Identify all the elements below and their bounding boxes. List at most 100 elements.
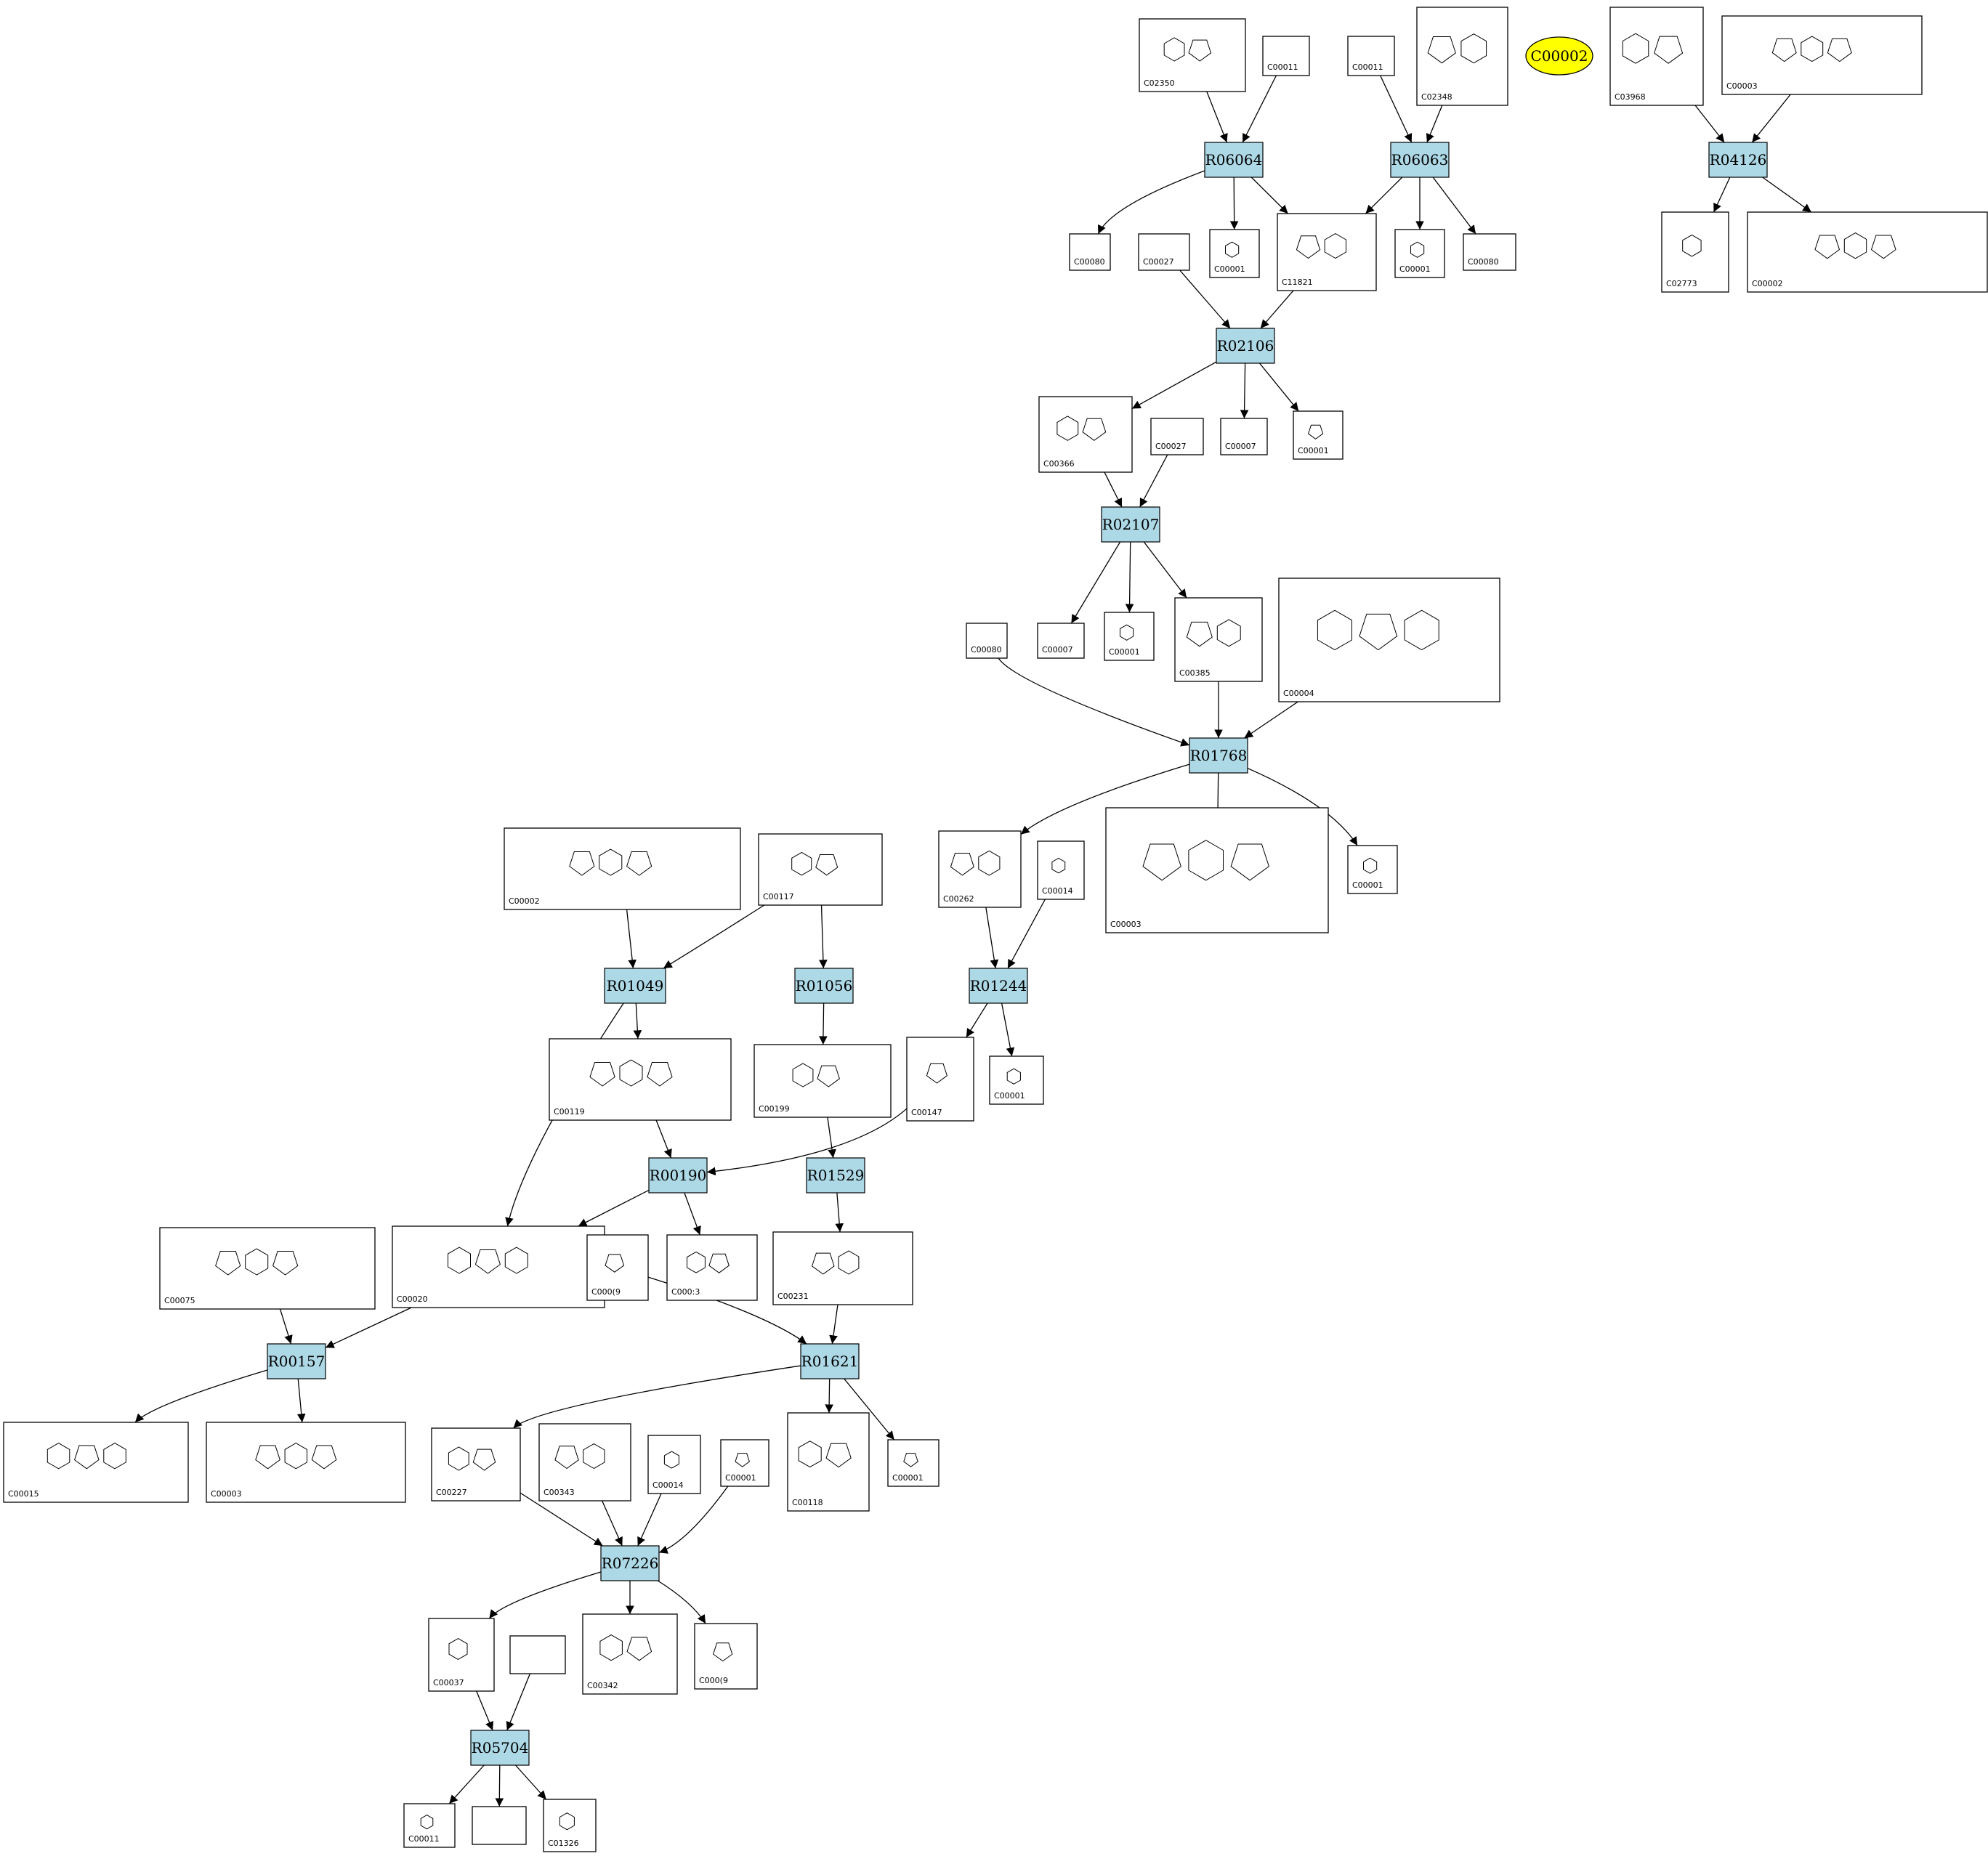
compound-node[interactable] (509, 1635, 566, 1674)
compound-node[interactable]: C000(9 (586, 1234, 649, 1301)
compound-node[interactable]: C02773 (1661, 211, 1729, 293)
compound-node[interactable]: C00007 (1037, 623, 1085, 659)
structure-ring (554, 1446, 579, 1470)
reaction-node[interactable]: R02106 (1216, 328, 1275, 364)
compound-node[interactable]: C00001 (720, 1439, 769, 1487)
compound-node[interactable]: C03968 (1609, 7, 1704, 106)
compound-node[interactable]: C00117 (758, 833, 883, 906)
edge-R02106-to-C00007a (1240, 362, 1249, 419)
compound-node[interactable]: C00366 (1038, 396, 1133, 473)
compound-id-label: C01326 (548, 1839, 579, 1848)
compound-node[interactable]: C00002 (1747, 211, 1988, 293)
reaction-node[interactable]: R01621 (800, 1343, 860, 1379)
reaction-node[interactable]: R01244 (969, 968, 1028, 1004)
edge-C00002mid-to-R01049 (626, 909, 637, 969)
compound-node[interactable]: C00231 (772, 1231, 913, 1305)
compound-node[interactable]: C00003 (1105, 807, 1329, 933)
reaction-node[interactable]: R07226 (600, 1545, 660, 1581)
compound-node[interactable]: C00011 (403, 1803, 456, 1848)
compound-id-label: C00037 (433, 1678, 464, 1687)
compound-node[interactable]: C02348 (1416, 7, 1508, 106)
reaction-node[interactable]: R05704 (470, 1730, 530, 1766)
reaction-node[interactable]: R02107 (1101, 506, 1160, 543)
compound-node[interactable]: C00002 (504, 827, 741, 910)
compound-node[interactable]: C00011 (1347, 36, 1395, 76)
structure-ring (1308, 424, 1324, 439)
reaction-node[interactable]: R01529 (806, 1157, 865, 1194)
reaction-node[interactable]: R06064 (1204, 142, 1264, 178)
compound-node[interactable]: C00037 (428, 1618, 495, 1692)
reaction-node[interactable]: R04126 (1708, 142, 1768, 178)
compound-node[interactable]: C00075 (159, 1227, 376, 1310)
compound-node[interactable]: C00014 (647, 1435, 701, 1494)
compound-id-label: C00117 (763, 892, 794, 901)
compound-box (647, 1435, 701, 1494)
edge-R01056-to-C00199 (819, 1002, 828, 1045)
reaction-box (1390, 142, 1450, 178)
compound-node[interactable]: C00001 (1347, 845, 1398, 894)
compound-node[interactable]: C00385 (1174, 597, 1263, 682)
compound-box (787, 1412, 870, 1512)
compound-node[interactable]: C00118 (787, 1412, 870, 1512)
compound-node[interactable]: C00003 (1721, 15, 1923, 95)
compound-node[interactable]: C11821 (1277, 213, 1377, 291)
structure-ring (1404, 609, 1439, 651)
reaction-label: R07226 (602, 1555, 659, 1572)
edge-C00014b-to-R07226 (637, 1493, 662, 1547)
compound-node[interactable]: C00001 (887, 1439, 940, 1487)
compound-node[interactable]: C00080 (966, 623, 1008, 659)
compound-node[interactable]: C00147 (906, 1037, 974, 1122)
reaction-node[interactable]: R01056 (794, 968, 854, 1004)
compound-box (1609, 7, 1704, 106)
compound-node[interactable]: C00014 (1037, 840, 1085, 900)
compound-node[interactable]: C00001 (1104, 612, 1155, 661)
compound-box (1174, 597, 1263, 682)
compound-node[interactable]: C00015 (3, 1422, 189, 1503)
compound-node[interactable] (472, 1806, 527, 1845)
compound-node[interactable]: C00119 (549, 1038, 732, 1121)
compound-node[interactable]: C00262 (938, 830, 1022, 908)
structure-ring (1317, 609, 1352, 651)
compound-node[interactable]: C00001 (989, 1055, 1044, 1105)
compound-node[interactable]: C00004 (1278, 578, 1500, 702)
compound-node[interactable]: C00001 (1293, 410, 1343, 460)
reaction-node[interactable]: R06063 (1390, 142, 1450, 178)
compound-node[interactable]: C00001 (1209, 229, 1260, 278)
compound-node[interactable]: C00027 (1138, 233, 1190, 271)
edge-R01768-to-C00003mid (1213, 772, 1222, 816)
compound-node[interactable]: C00343 (538, 1423, 631, 1502)
reaction-label: R02106 (1217, 337, 1274, 354)
compound-node[interactable]: C00199 (753, 1044, 892, 1118)
compound-node[interactable]: C00342 (582, 1613, 678, 1695)
structure-ring (1163, 37, 1185, 62)
compound-node[interactable]: C00080 (1069, 233, 1111, 271)
compound-node[interactable]: C000:3 (666, 1234, 758, 1301)
compound-node[interactable]: C01326 (543, 1799, 597, 1852)
structure-ring (1142, 843, 1181, 881)
reaction-node[interactable]: R00190 (648, 1157, 708, 1194)
edge-R01621-to-C00001h (844, 1378, 895, 1440)
compound-id-label: C000(9 (591, 1287, 621, 1297)
reaction-box (470, 1730, 530, 1766)
compound-node[interactable]: C00003 (206, 1422, 406, 1503)
compound-node[interactable]: C000(9 (694, 1623, 758, 1690)
reaction-node[interactable]: R00157 (267, 1343, 326, 1379)
compound-node[interactable]: C00227 (431, 1427, 521, 1502)
structure-ring (687, 1251, 706, 1273)
compound-node[interactable]: C00020 (392, 1225, 605, 1308)
compound-node[interactable]: C00001 (1394, 229, 1445, 278)
compound-node[interactable]: C02350 (1139, 18, 1246, 92)
structure-ring (1082, 418, 1107, 441)
compound-node[interactable]: C00011 (1262, 36, 1310, 76)
structure-ring (798, 1440, 822, 1468)
highlighted-compound-node[interactable]: C00002 (1525, 36, 1593, 76)
compound-box (989, 1055, 1044, 1105)
reaction-node[interactable]: R01768 (1189, 737, 1248, 774)
edge-C00117-to-R01049 (663, 904, 765, 969)
reaction-node[interactable]: R01049 (604, 968, 666, 1004)
compound-node[interactable]: C00027 (1150, 418, 1204, 455)
compound-node[interactable]: C00007 (1220, 418, 1268, 455)
reaction-label: R01621 (801, 1353, 859, 1370)
compound-box (1209, 229, 1260, 278)
compound-node[interactable]: C00080 (1463, 233, 1516, 271)
